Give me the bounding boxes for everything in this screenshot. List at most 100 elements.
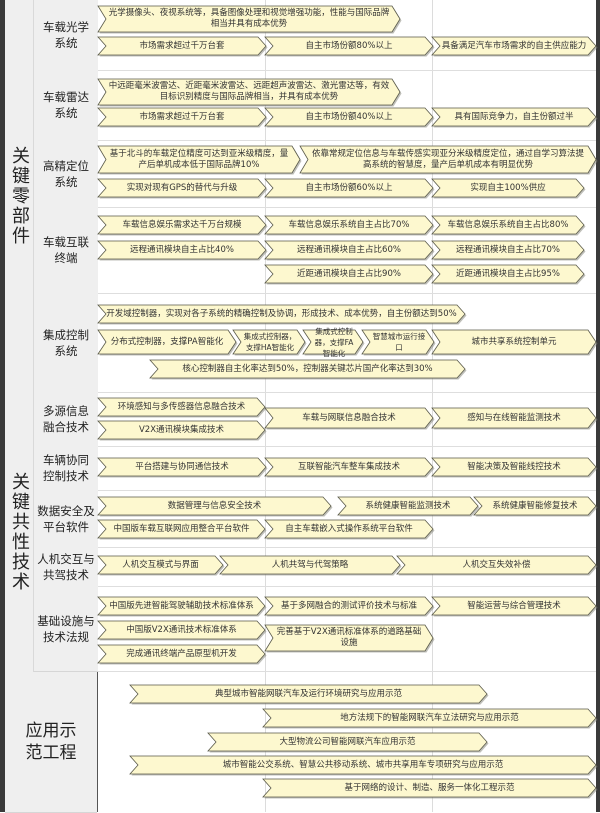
- milestone-arrow-hmi: 人机交互模式与界面: [97, 555, 225, 576]
- milestone-arrow-positioning: 自主市场份额60%以上: [264, 178, 435, 199]
- chevron-shape-icon: [262, 708, 598, 729]
- arrow-label: 人机交互模式与界面: [122, 559, 199, 570]
- chevron-shape-icon: [431, 407, 598, 430]
- sub-terminal: 车载互联终端: [33, 207, 98, 294]
- arrow-label: 远程通讯模块自主占比40%: [130, 244, 234, 255]
- milestone-arrow-security: 系统健康智能修复技术: [473, 496, 598, 517]
- arrow-label: 车载信息娱乐系统自主占比70%: [288, 219, 410, 230]
- sub-label: 多源信息融合技术: [43, 404, 89, 434]
- chevron-shape-icon: [97, 620, 267, 641]
- milestone-arrow-optical: 具备满足汽车市场需求的自主供应能力: [431, 36, 598, 57]
- milestone-arrow-radar: 市场需求超过千万台套: [97, 107, 268, 128]
- chevron-shape-icon: [97, 5, 402, 34]
- arrow-label: 实现自主100%供应: [470, 182, 546, 193]
- milestone-arrow-control: 城市共享系统控制单元: [431, 329, 598, 356]
- milestone-arrow-demo: 城市智能公交系统、智慧公共移动系统、城市共享用车专项研究与应用示范: [129, 755, 598, 776]
- arrow-label: 自主车载嵌入式操作系统平台软件: [285, 523, 413, 534]
- group-label: 应用示范工程: [25, 720, 77, 763]
- sub-label: 车载光学系统: [43, 20, 89, 50]
- arrow-label: 集成式控制器，支撑FA智能化: [314, 326, 354, 358]
- arrow-label: 中国版车载互联网应用整合平台软件: [113, 523, 250, 534]
- chevron-shape-icon: [97, 215, 268, 236]
- arrow-label: 人机共驾与代驾策略: [271, 559, 349, 570]
- sub-label: 基础设施与技术法规: [37, 613, 95, 644]
- chevron-shape-icon: [264, 624, 435, 653]
- milestone-arrow-security: 系统健康智能监测技术: [337, 496, 480, 517]
- sub-label: 车辆协同控制技术: [43, 453, 89, 483]
- arrow-label: 市场需求超过千万台套: [139, 40, 225, 51]
- milestone-arrow-cooperative: 互联智能汽车整车集成技术: [264, 457, 435, 478]
- arrow-label: 人机交互失效补偿: [462, 559, 531, 570]
- sub-control: 集成控制系统: [33, 293, 98, 393]
- milestone-arrow-infra: 基于多网融合的测试评价技术与标准: [264, 596, 435, 617]
- milestone-arrow-terminal: 车载信息娱乐系统自主占比80%: [431, 215, 586, 236]
- chevron-shape-icon: [431, 36, 598, 57]
- chevron-shape-icon: [361, 329, 436, 356]
- row-divider: [97, 293, 596, 294]
- milestone-arrow-fusion: 感知与在线智能监测技术: [431, 407, 598, 430]
- arrow-label: 基于网络的设计、制造、服务一体化工程示范: [344, 782, 515, 793]
- arrow-label: 感知与在线智能监测技术: [467, 412, 561, 423]
- milestone-arrow-fusion: 车载与网联信息融合技术: [264, 407, 435, 430]
- milestone-arrow-security: 自主车载嵌入式操作系统平台软件: [264, 519, 435, 540]
- arrow-label: 城市共享系统控制单元: [471, 336, 557, 347]
- milestone-arrow-hmi: 人机交互失效补偿: [396, 555, 598, 576]
- milestone-arrow-demo: 基于网络的设计、制造、服务一体化工程示范: [262, 778, 598, 799]
- arrow-label: 实现对现有GPS的替代与升级: [126, 182, 238, 193]
- arrow-label: 基于多网融合的测试评价技术与标准: [280, 600, 417, 611]
- chevron-shape-icon: [97, 519, 267, 540]
- period-divider-2: [432, 0, 433, 812]
- arrow-label: 自主市场份额40%以上: [305, 111, 393, 122]
- chevron-shape-icon: [431, 329, 598, 356]
- group-demo-projects: 应用示范工程: [5, 671, 97, 813]
- arrow-label: 智能决策及智能线控技术: [467, 461, 561, 472]
- right-border: [596, 0, 600, 812]
- chevron-shape-icon: [264, 107, 435, 128]
- chevron-shape-icon: [97, 178, 268, 199]
- chevron-shape-icon: [97, 555, 225, 576]
- arrow-label: 城市智能公交系统、智慧公共移动系统、城市共享用车专项研究与应用示范: [222, 759, 504, 770]
- arrow-label: 具备满足汽车市场需求的自主供应能力: [441, 40, 587, 51]
- milestone-arrow-optical: 光学摄像头、夜视系统等，具备图像处理和视觉增强功能，性能与国际品牌相当并具有成本…: [97, 5, 402, 34]
- chevron-shape-icon: [431, 215, 586, 236]
- row-divider: [97, 207, 596, 208]
- milestone-arrow-positioning: 实现自主100%供应: [431, 178, 586, 199]
- chevron-shape-icon: [232, 329, 307, 356]
- row-divider: [97, 446, 596, 447]
- arrow-label: 远程通讯模块自主占比60%: [297, 244, 401, 255]
- milestone-arrow-cooperative: 智能决策及智能线控技术: [431, 457, 598, 478]
- arrow-label: 中远距毫米波雷达、近距毫米波雷达、远距超声波雷达、激光雷达等，有效目标识别精度与…: [108, 81, 390, 102]
- milestone-arrow-optical: 自主市场份额80%以上: [264, 36, 435, 57]
- chevron-shape-icon: [262, 778, 598, 799]
- arrow-label: 大型物流公司智能网联汽车应用示范: [279, 736, 416, 747]
- chevron-shape-icon: [431, 107, 598, 128]
- arrow-label: 典型城市智能网联汽车及运行环境研究与应用示范: [214, 688, 402, 699]
- sub-label: 车载互联终端: [43, 235, 89, 265]
- arrow-label: 智慧城市运行接口: [372, 332, 426, 352]
- arrow-label: 互联智能汽车整车集成技术: [297, 461, 400, 472]
- sub-label: 人机交互与共驾技术: [37, 551, 95, 582]
- sub-hmi: 人机交互与共驾技术: [33, 547, 98, 587]
- chevron-shape-icon: [264, 407, 435, 430]
- chevron-shape-icon: [264, 519, 435, 540]
- sub-positioning: 高精定位系统: [33, 140, 98, 208]
- chevron-shape-icon: [431, 457, 598, 478]
- milestone-arrow-security: 数据管理与信息安全技术: [97, 496, 333, 517]
- chevron-shape-icon: [264, 596, 435, 617]
- sub-fusion: 多源信息融合技术: [33, 392, 98, 447]
- milestone-arrow-hmi: 人机共驾与代驾策略: [219, 555, 402, 576]
- chevron-shape-icon: [337, 496, 480, 517]
- arrow-label: 车载信息娱乐需求达千万台规模: [122, 219, 242, 230]
- chevron-shape-icon: [97, 644, 267, 665]
- milestone-arrow-terminal: 近距通讯模块自主占比90%: [264, 264, 435, 285]
- chevron-shape-icon: [97, 397, 267, 418]
- milestone-arrow-infra: 中国版先进智能驾驶辅助技术标准体系: [97, 596, 267, 617]
- arrow-label: 中国版先进智能驾驶辅助技术标准体系: [109, 600, 254, 611]
- chevron-shape-icon: [97, 496, 333, 517]
- milestone-arrow-demo: 大型物流公司智能网联汽车应用示范: [207, 732, 489, 753]
- group-label: 关键零部件: [9, 146, 30, 246]
- chevron-shape-icon: [299, 145, 598, 175]
- chevron-shape-icon: [97, 145, 302, 175]
- arrow-label: 环境感知与多传感器信息融合技术: [117, 401, 246, 412]
